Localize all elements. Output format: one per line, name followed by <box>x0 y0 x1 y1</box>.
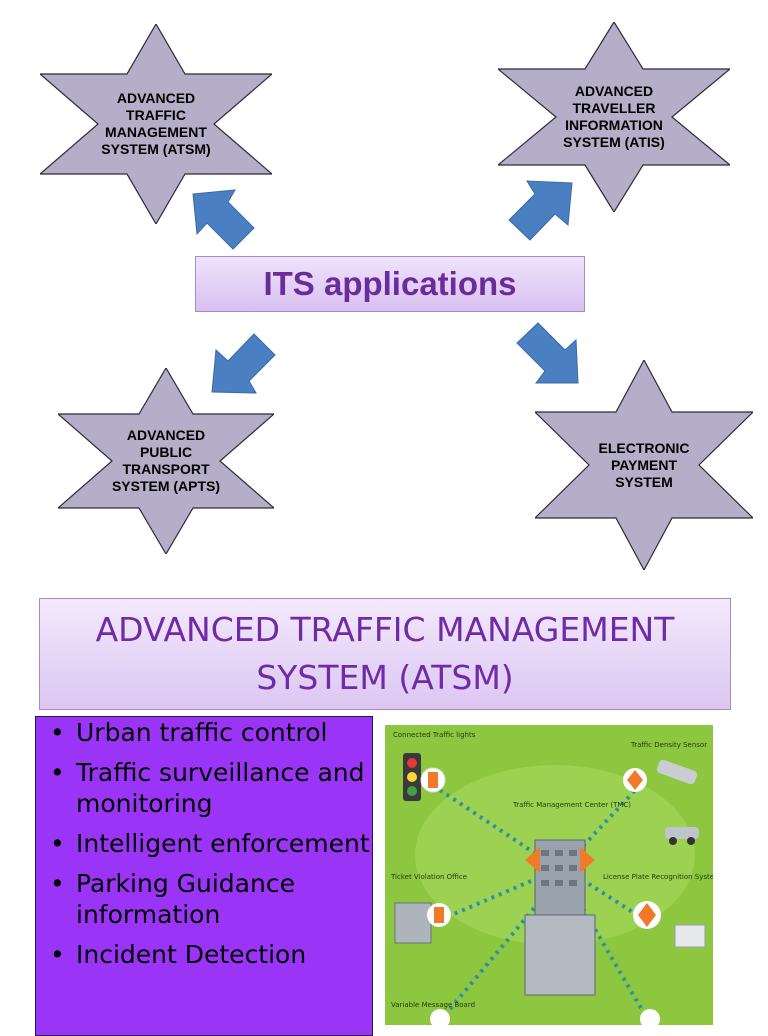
star-shape-apts <box>58 368 274 554</box>
arrow-to-eps <box>516 322 579 384</box>
bullet-dot-icon: • <box>50 718 65 747</box>
bullet-item: • Parking Guidance information <box>44 868 372 930</box>
bullet-text: Urban traffic control <box>76 718 328 747</box>
bullet-text: Intelligent enforcement <box>76 829 370 858</box>
bullet-item: • Urban traffic control <box>44 717 372 748</box>
illustration-graphic <box>385 725 713 1025</box>
arrow-to-apts <box>211 333 276 394</box>
section-heading: ADVANCED TRAFFIC MANAGEMENT SYSTEM (ATSM… <box>39 598 731 710</box>
star-label-atis: ADVANCED TRAVELLER INFORMATION SYSTEM (A… <box>563 83 665 150</box>
label-vms: Variable Message Board <box>391 1001 476 1009</box>
star-label-atsm: ADVANCED TRAFFIC MANAGEMENT SYSTEM (ATSM… <box>101 90 211 157</box>
label-ticket-office: Ticket Violation Office <box>391 873 468 881</box>
label-connected-lights: Connected Traffic lights <box>393 731 476 739</box>
star-shape-atsm <box>40 24 272 224</box>
star-label-eps: ELECTRONIC PAYMENT SYSTEM <box>598 439 690 490</box>
its-applications-box: ITS applications <box>195 256 585 312</box>
label-tmc: Traffic Management Center (TMC) <box>513 801 632 809</box>
bullet-text: Parking Guidance information <box>76 869 295 929</box>
arrow-to-atis <box>508 180 573 241</box>
bullet-dot-icon: • <box>50 869 65 898</box>
bullet-list: • Urban traffic control • Traffic surveill… <box>36 717 372 970</box>
star-node-atis: ADVANCED TRAVELLER INFORMATION SYSTEM (A… <box>498 22 730 212</box>
bullet-text: Traffic surveillance and monitoring <box>76 758 365 818</box>
star-node-eps: ELECTRONIC PAYMENT SYSTEM <box>535 360 753 570</box>
bullet-item: • Intelligent enforcement <box>44 828 372 859</box>
label-lpr: License Plate Recognition System <box>603 873 713 881</box>
star-shape-atis <box>498 22 730 212</box>
bullet-dot-icon: • <box>50 758 65 787</box>
bullet-panel: • Urban traffic control • Traffic surveill… <box>35 716 373 1036</box>
atsm-illustration: Connected Traffic lights Traffic Managem… <box>385 725 713 1025</box>
bullet-dot-icon: • <box>50 829 65 858</box>
star-shape-eps <box>535 360 753 570</box>
arrow-to-atsm <box>192 189 255 250</box>
bullet-text: Incident Detection <box>76 940 307 969</box>
label-density: Traffic Density Sensor <box>631 741 708 749</box>
bullet-item: • Traffic surveillance and monitoring <box>44 757 372 819</box>
arrows-layer <box>192 180 579 394</box>
bullet-item: • Incident Detection <box>44 939 372 970</box>
bullet-dot-icon: • <box>50 940 65 969</box>
star-node-apts: ADVANCED PUBLIC TRANSPORT SYSTEM (APTS) <box>58 368 274 554</box>
star-node-atsm: ADVANCED TRAFFIC MANAGEMENT SYSTEM (ATSM… <box>40 24 272 224</box>
star-label-apts: ADVANCED PUBLIC TRANSPORT SYSTEM (APTS) <box>111 427 221 494</box>
